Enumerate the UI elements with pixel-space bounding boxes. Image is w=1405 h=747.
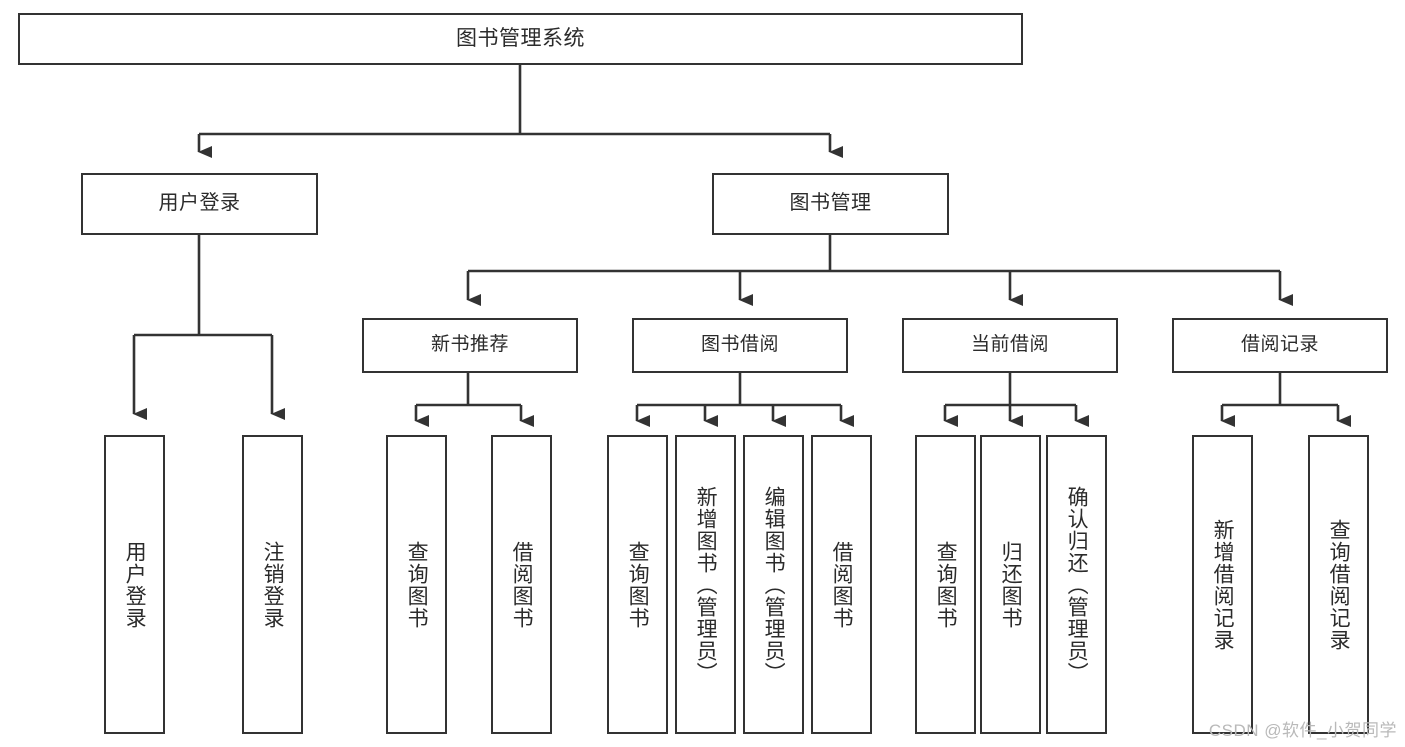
node-book-manage-label: 图书管理 bbox=[789, 192, 872, 215]
node-leaf-query-book-3-label: 查询图书 bbox=[934, 540, 958, 629]
node-user-login-label: 用户登录 bbox=[158, 192, 241, 215]
node-book-manage[interactable]: 图书管理 bbox=[712, 173, 949, 235]
node-new-book-rec[interactable]: 新书推荐 bbox=[362, 318, 578, 373]
node-leaf-return-book[interactable]: 归还图书 bbox=[980, 435, 1041, 734]
node-leaf-borrow-book-1-label: 借阅图书 bbox=[510, 540, 534, 629]
node-leaf-add-record[interactable]: 新增借阅记录 bbox=[1192, 435, 1253, 734]
node-leaf-logout-label: 注销登录 bbox=[261, 540, 285, 629]
node-leaf-add-book-label: 新增图书（管理员） bbox=[694, 485, 718, 684]
node-leaf-query-record[interactable]: 查询借阅记录 bbox=[1308, 435, 1369, 734]
node-root-label: 图书管理系统 bbox=[456, 26, 585, 50]
node-leaf-return-book-label: 归还图书 bbox=[999, 540, 1023, 629]
node-leaf-borrow-book-2[interactable]: 借阅图书 bbox=[811, 435, 872, 734]
node-leaf-query-book-2[interactable]: 查询图书 bbox=[607, 435, 668, 734]
node-root[interactable]: 图书管理系统 bbox=[18, 13, 1023, 65]
node-leaf-logout[interactable]: 注销登录 bbox=[242, 435, 303, 734]
node-leaf-edit-book-label: 编辑图书（管理员） bbox=[762, 485, 786, 684]
node-leaf-query-record-label: 查询借阅记录 bbox=[1327, 518, 1351, 651]
node-book-borrow-label: 图书借阅 bbox=[700, 334, 779, 356]
node-leaf-borrow-book-2-label: 借阅图书 bbox=[830, 540, 854, 629]
node-leaf-add-book[interactable]: 新增图书（管理员） bbox=[675, 435, 736, 734]
node-current-borrow[interactable]: 当前借阅 bbox=[902, 318, 1118, 373]
node-leaf-user-login-label: 用户登录 bbox=[123, 540, 147, 629]
node-leaf-query-book-3[interactable]: 查询图书 bbox=[915, 435, 976, 734]
node-leaf-confirm-return-label: 确认归还（管理员） bbox=[1065, 485, 1089, 684]
node-user-login[interactable]: 用户登录 bbox=[81, 173, 318, 235]
node-borrow-record-label: 借阅记录 bbox=[1240, 334, 1319, 356]
node-book-borrow[interactable]: 图书借阅 bbox=[632, 318, 848, 373]
node-borrow-record[interactable]: 借阅记录 bbox=[1172, 318, 1388, 373]
node-leaf-query-book-1-label: 查询图书 bbox=[405, 540, 429, 629]
node-leaf-user-login[interactable]: 用户登录 bbox=[104, 435, 165, 734]
node-leaf-borrow-book-1[interactable]: 借阅图书 bbox=[491, 435, 552, 734]
node-leaf-confirm-return[interactable]: 确认归还（管理员） bbox=[1046, 435, 1107, 734]
node-current-borrow-label: 当前借阅 bbox=[970, 334, 1049, 356]
csdn-watermark: CSDN @软件_小贺同学 bbox=[1208, 721, 1397, 740]
node-leaf-query-book-2-label: 查询图书 bbox=[626, 540, 650, 629]
node-leaf-query-book-1[interactable]: 查询图书 bbox=[386, 435, 447, 734]
node-leaf-edit-book[interactable]: 编辑图书（管理员） bbox=[743, 435, 804, 734]
node-new-book-rec-label: 新书推荐 bbox=[430, 334, 509, 356]
node-leaf-add-record-label: 新增借阅记录 bbox=[1211, 518, 1235, 651]
